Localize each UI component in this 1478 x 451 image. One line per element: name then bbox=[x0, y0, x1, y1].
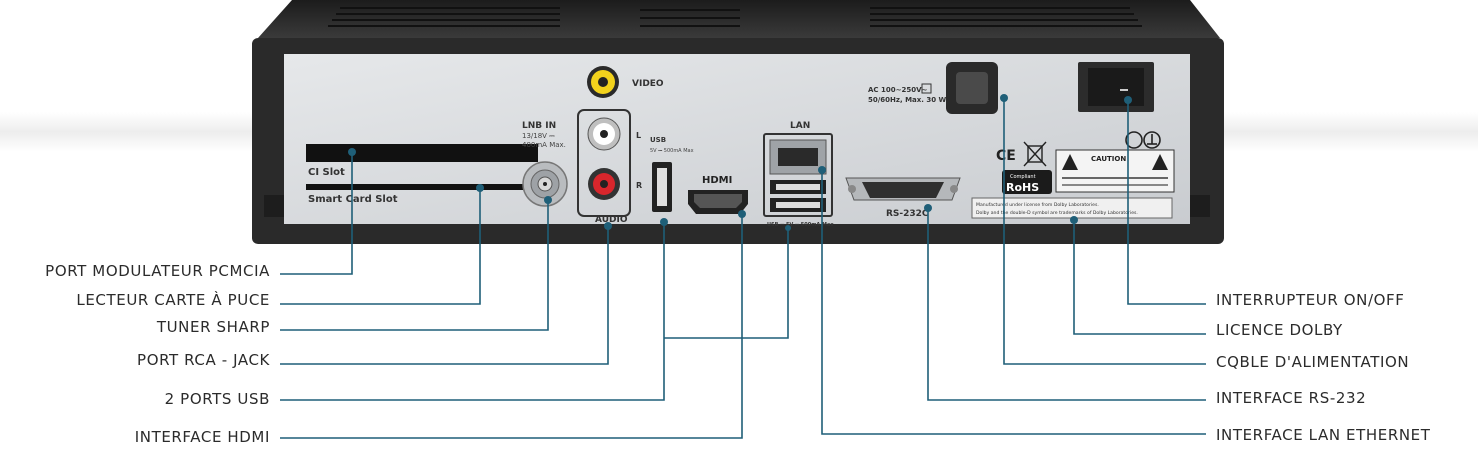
callout-power-switch: INTERRUPTEUR ON/OFF bbox=[1216, 291, 1405, 309]
smart-card-slot bbox=[306, 184, 538, 190]
rs232-port bbox=[845, 177, 961, 201]
audio-r-label: R bbox=[636, 181, 642, 190]
callout-rca-jack: PORT RCA - JACK bbox=[137, 351, 270, 369]
callout-dolby-license: LICENCE DOLBY bbox=[1216, 321, 1343, 339]
rca-audio-left-connector bbox=[587, 117, 621, 151]
ci-slot-label: CI Slot bbox=[308, 167, 345, 178]
callout-smart-card-reader: LECTEUR CARTE À PUCE bbox=[76, 291, 270, 309]
lan-label: LAN bbox=[790, 121, 810, 131]
video-label: VIDEO bbox=[632, 79, 664, 89]
audio-l-label: L bbox=[636, 131, 641, 140]
callout-rs232: INTERFACE RS-232 bbox=[1216, 389, 1367, 407]
callout-lan-ethernet: INTERFACE LAN ETHERNET bbox=[1216, 426, 1431, 444]
ce-mark: CE bbox=[996, 148, 1016, 164]
usb-label: USB bbox=[650, 136, 666, 144]
callout-power-cable: CQBLE D'ALIMENTATION bbox=[1216, 353, 1410, 371]
weee-icon bbox=[1023, 141, 1047, 167]
lnb-spec-2: 400mA Max. bbox=[522, 141, 566, 149]
hdmi-label: HDMI bbox=[702, 175, 732, 186]
rca-audio-right-connector bbox=[588, 168, 620, 200]
leader-lines bbox=[280, 98, 1206, 439]
ac-spec-1: AC 100~250V~ bbox=[868, 86, 927, 94]
smart-card-slot-label: Smart Card Slot bbox=[308, 194, 398, 205]
callout-usb-ports: 2 PORTS USB bbox=[164, 390, 270, 408]
vent-slots bbox=[328, 7, 1142, 27]
svg-text:Dolby and the double-D symbol: Dolby and the double-D symbol are tradem… bbox=[976, 210, 1138, 216]
svg-text:Manufactured under license fro: Manufactured under license from Dolby La… bbox=[976, 202, 1099, 208]
svg-text:Compliant: Compliant bbox=[1010, 174, 1036, 180]
audio-frame bbox=[577, 109, 631, 217]
ground-icons bbox=[1125, 131, 1161, 149]
callout-pcmcia: PORT MODULATEUR PCMCIA bbox=[45, 262, 270, 280]
usb-lan-spec: USB ⎓ 5V ⎓ 500mA Max bbox=[767, 222, 834, 228]
rs232-label: RS-232C bbox=[886, 209, 929, 219]
dolby-license-label: Manufactured under license from Dolby La… bbox=[971, 197, 1173, 219]
ci-slot bbox=[306, 144, 538, 162]
callout-tuner: TUNER SHARP bbox=[156, 318, 270, 336]
lnb-spec-1: 13/18V ⎓ bbox=[522, 132, 555, 140]
lnb-tuner-connector bbox=[522, 161, 568, 207]
callout-hdmi: INTERFACE HDMI bbox=[134, 428, 270, 446]
rohs-badge: Compliant RoHS bbox=[1002, 170, 1052, 194]
svg-text:RoHS: RoHS bbox=[1006, 181, 1039, 194]
audio-label: AUDIO bbox=[595, 215, 628, 225]
lnb-label: LNB IN bbox=[522, 121, 556, 131]
ac-spec-2: 50/60Hz, Max. 30 W bbox=[868, 96, 947, 104]
caution-label: CAUTION bbox=[1055, 149, 1175, 193]
rca-video-connector bbox=[587, 66, 619, 98]
usb-spec: 5V ⎓ 500mA Max bbox=[650, 148, 694, 154]
svg-text:CAUTION: CAUTION bbox=[1091, 155, 1126, 163]
leader-anchors bbox=[348, 94, 1132, 231]
lan-frame bbox=[763, 133, 833, 217]
